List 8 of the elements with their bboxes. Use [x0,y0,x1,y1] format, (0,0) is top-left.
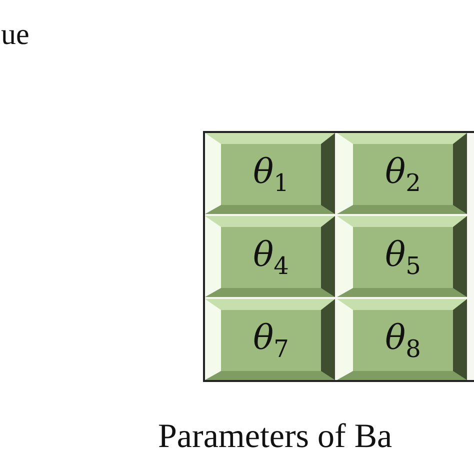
parameter-cell: θ$_{1}$ [205,133,335,214]
parameter-cell: θ$_{2}$ [337,133,467,214]
parameter-cell: θ$_{5}$ [337,216,467,297]
caption: Parameters of Ba [158,418,392,456]
parameter-cell: θ$_{4}$ [205,216,335,297]
partial-heading: ue [1,18,30,52]
parameter-cell: θ$_{8}$ [337,299,467,380]
parameter-cell: θ$_{7}$ [205,299,335,380]
